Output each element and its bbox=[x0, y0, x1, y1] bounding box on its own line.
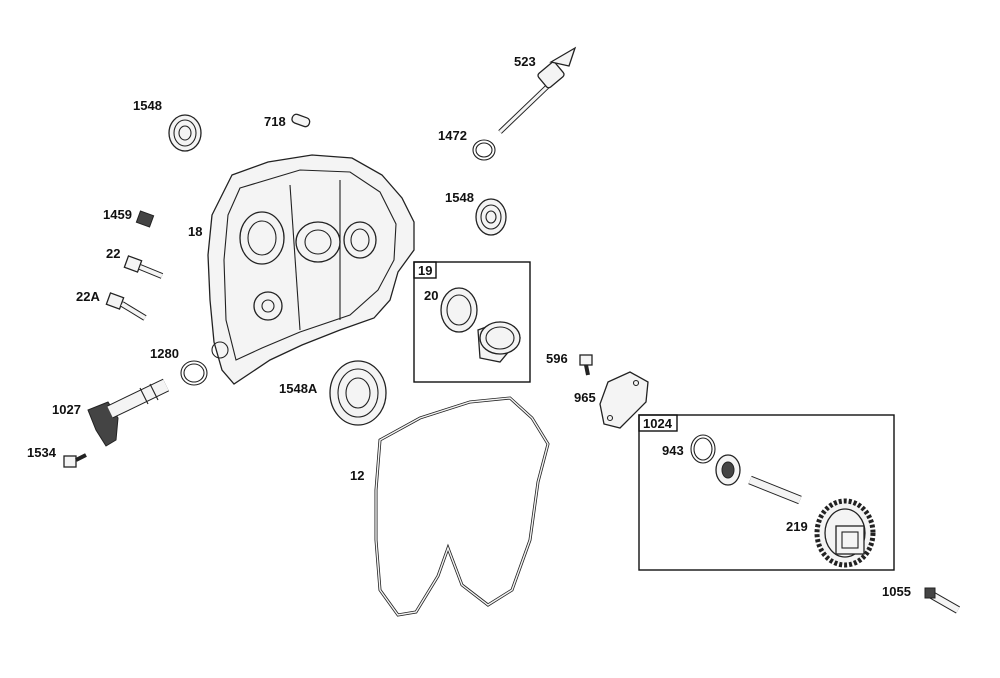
part-596-screw[interactable] bbox=[579, 354, 593, 376]
part-718-dowel-pin[interactable] bbox=[291, 113, 311, 128]
part-22a-bolt[interactable] bbox=[105, 292, 147, 321]
callout-1534: 1534 bbox=[27, 445, 57, 460]
callout-1024: 1024 bbox=[643, 416, 673, 431]
part-1534-screw[interactable] bbox=[63, 453, 87, 468]
callout-718: 718 bbox=[264, 114, 286, 129]
callout-18: 18 bbox=[188, 224, 202, 239]
part-20-seal[interactable] bbox=[440, 287, 478, 333]
assembly-1024-box bbox=[638, 414, 895, 571]
part-965-cover-plate[interactable] bbox=[599, 371, 649, 429]
callout-1548-top: 1548 bbox=[133, 98, 162, 113]
callout-1280: 1280 bbox=[150, 346, 179, 361]
assembly-19-box bbox=[413, 261, 531, 383]
part-1024-shaft[interactable] bbox=[748, 475, 802, 505]
callout-19: 19 bbox=[418, 263, 432, 278]
part-12-gasket[interactable] bbox=[374, 396, 550, 617]
callout-965: 965 bbox=[574, 390, 596, 405]
part-1548-bearing-mid[interactable] bbox=[475, 198, 507, 236]
part-18-crankcase-cover[interactable] bbox=[207, 154, 415, 385]
callout-1459: 1459 bbox=[103, 207, 132, 222]
part-1459-plug[interactable] bbox=[135, 210, 155, 228]
callout-1055: 1055 bbox=[882, 584, 911, 599]
part-1548a-bearing[interactable] bbox=[329, 360, 387, 426]
part-219-gear[interactable] bbox=[814, 498, 876, 568]
part-1055-pin[interactable] bbox=[924, 587, 960, 614]
callout-22: 22 bbox=[106, 246, 120, 261]
part-1027-lever-shaft[interactable] bbox=[87, 378, 170, 447]
part-1472-o-ring[interactable] bbox=[472, 139, 496, 161]
callout-1027: 1027 bbox=[52, 402, 81, 417]
callout-1472: 1472 bbox=[438, 128, 467, 143]
callout-523: 523 bbox=[514, 54, 536, 69]
part-943-o-ring[interactable] bbox=[690, 434, 716, 464]
callout-943: 943 bbox=[662, 443, 684, 458]
part-523-dipstick[interactable] bbox=[498, 46, 577, 134]
part-1024-rotor[interactable] bbox=[715, 454, 741, 486]
part-1548-bearing-top[interactable] bbox=[168, 114, 202, 152]
part-19-sleeve[interactable] bbox=[477, 321, 521, 363]
part-1280-o-ring[interactable] bbox=[180, 360, 208, 386]
callout-1548a: 1548A bbox=[279, 381, 318, 396]
callout-219: 219 bbox=[786, 519, 808, 534]
callout-20: 20 bbox=[424, 288, 438, 303]
callout-22a: 22A bbox=[76, 289, 100, 304]
callout-12: 12 bbox=[350, 468, 364, 483]
callout-1548-mid: 1548 bbox=[445, 190, 474, 205]
callout-596: 596 bbox=[546, 351, 568, 366]
part-22-bolt[interactable] bbox=[123, 255, 164, 279]
